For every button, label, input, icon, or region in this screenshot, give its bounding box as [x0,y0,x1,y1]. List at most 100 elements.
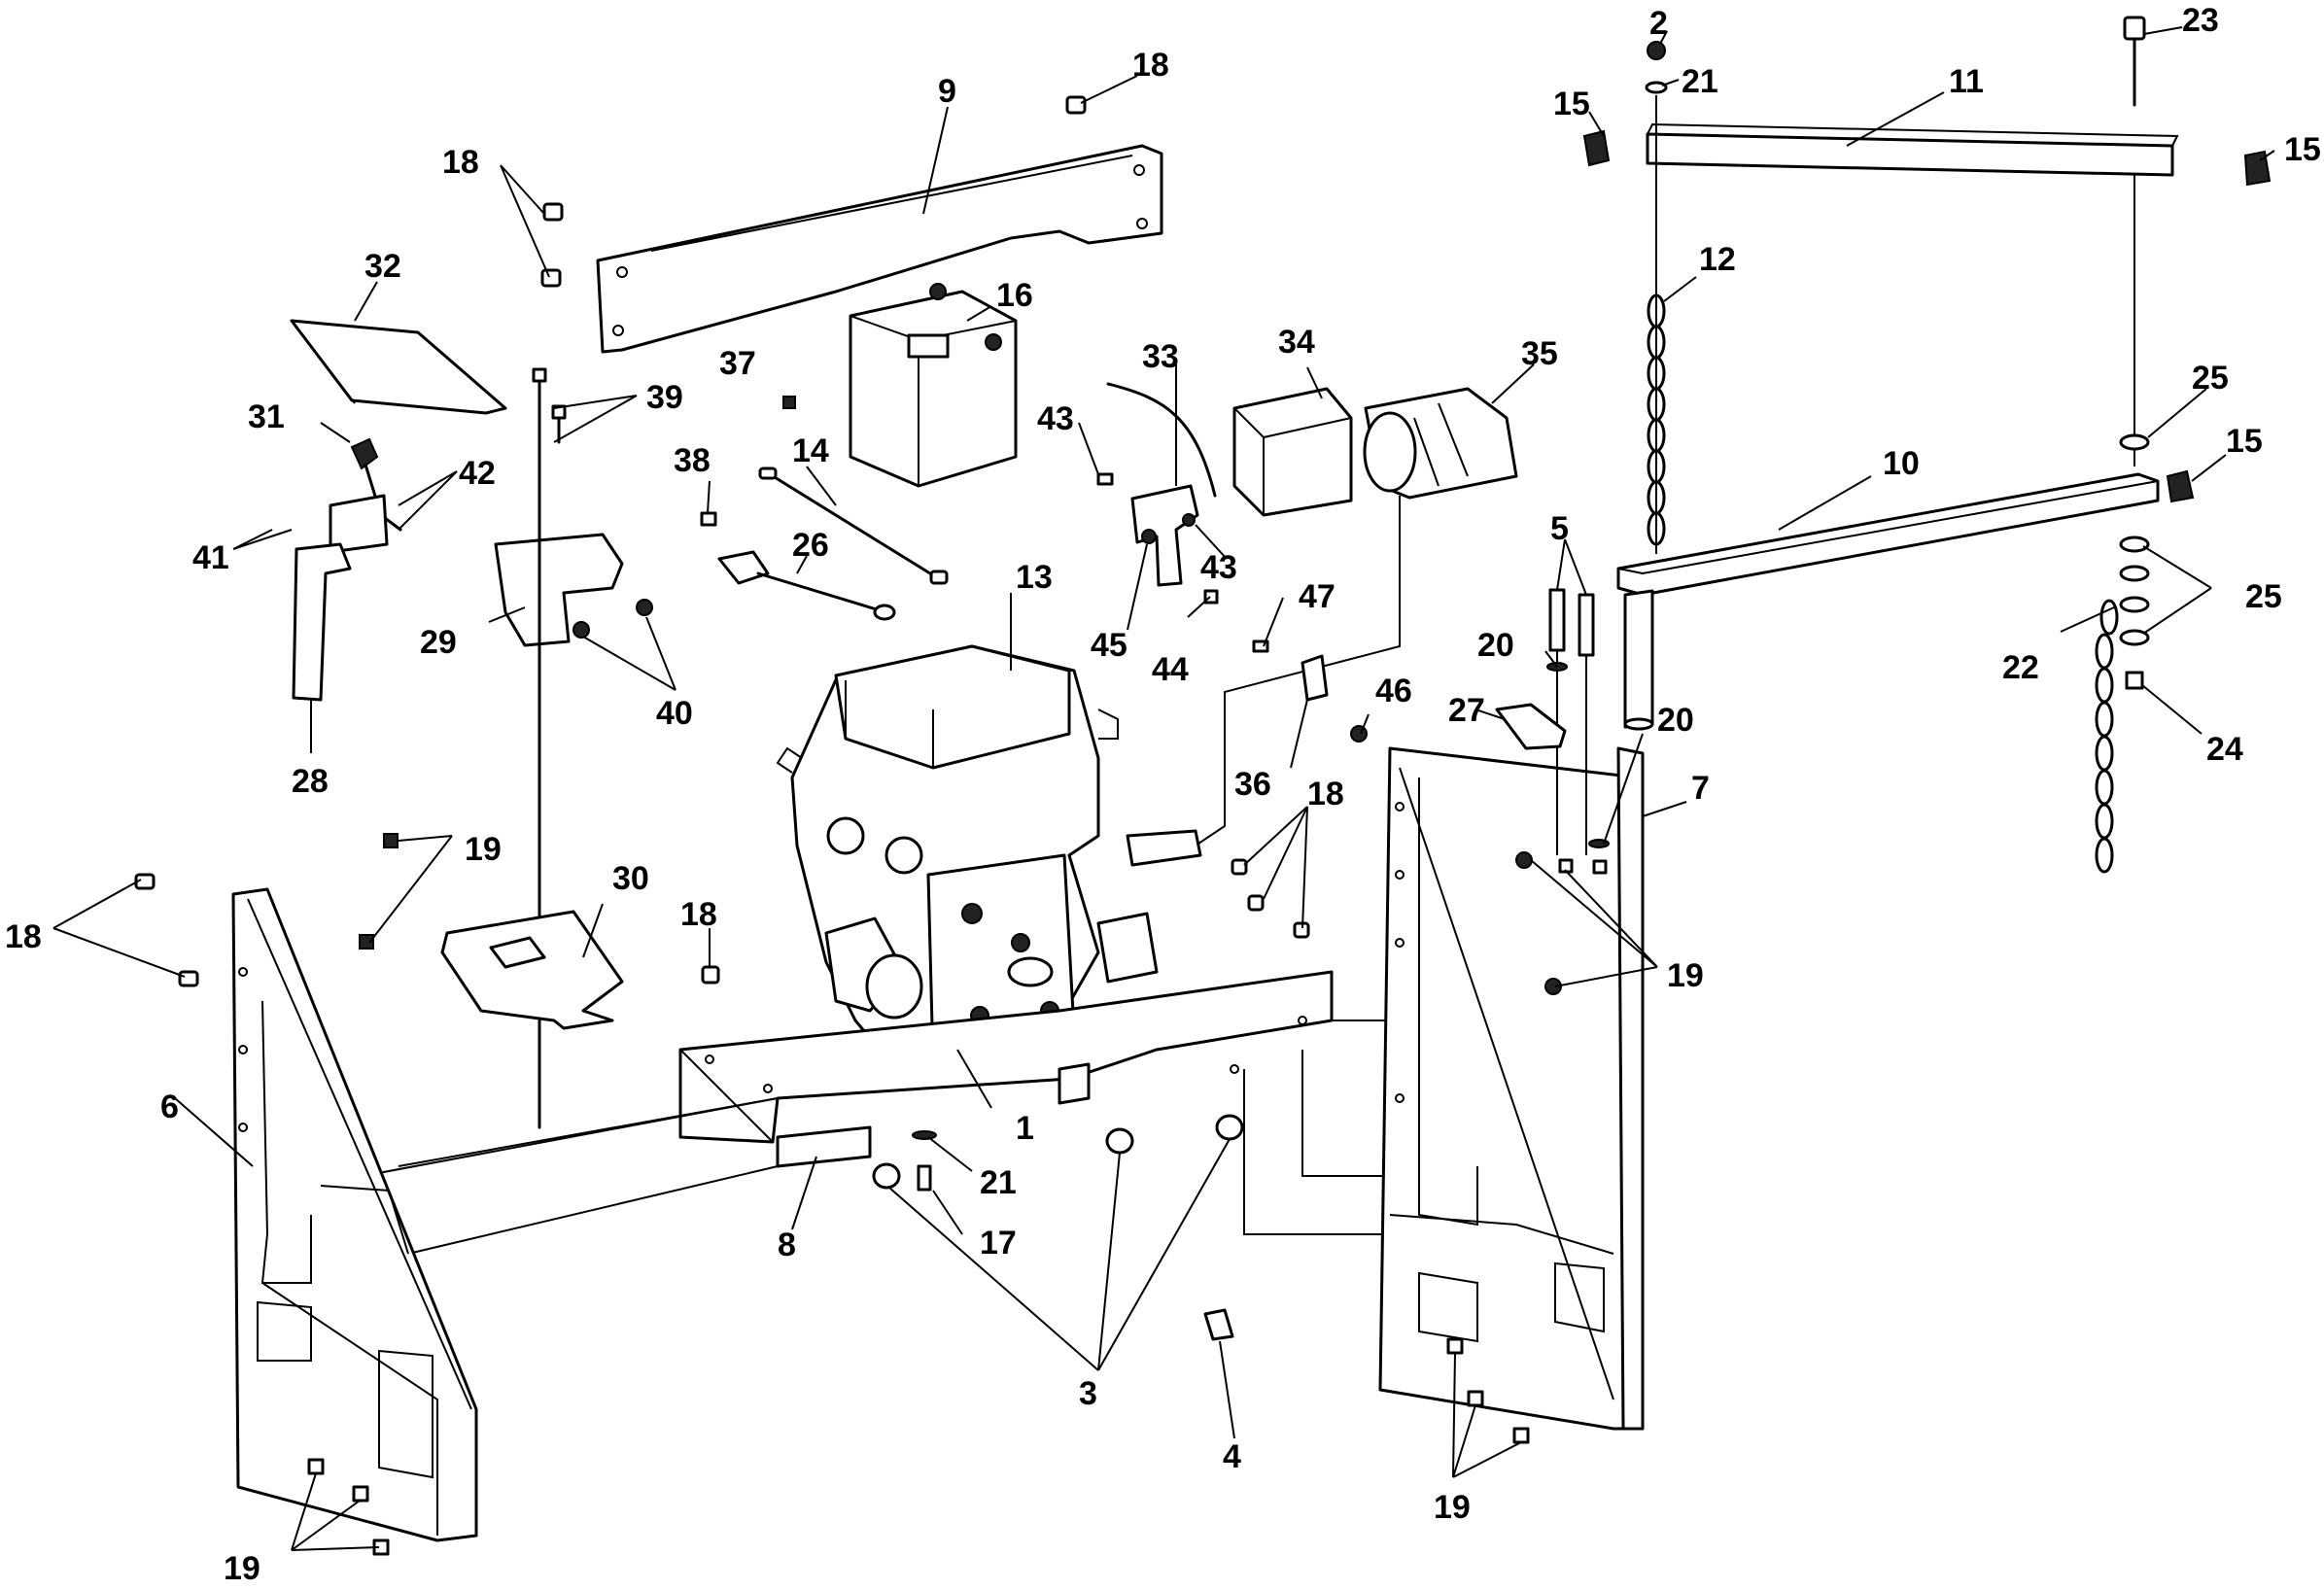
part-5-pins [1548,588,1595,855]
callout-27: 27 [1448,692,1485,729]
callout-20: 20 [1657,702,1694,739]
washers-3 [872,1114,1244,1190]
callout-10: 10 [1883,445,1920,482]
part-9-bracket-plate [596,144,1163,354]
bolts-18-top [540,95,1087,288]
callout-19: 19 [1667,957,1704,994]
part-15-cap-b [2243,150,2272,187]
part-33-bracket [1130,484,1199,587]
part-28-bracket [292,542,352,702]
callout-14: 14 [792,432,829,469]
part-43-nut-b [1182,513,1196,527]
callout-3: 3 [1079,1375,1097,1412]
part-34-housing [1232,387,1353,517]
callout-7: 7 [1691,770,1710,807]
callout-35: 35 [1521,335,1558,372]
callout-21: 21 [980,1164,1017,1201]
callout-24: 24 [2206,731,2243,768]
callout-25: 25 [2192,360,2229,397]
callout-43: 43 [1037,400,1074,437]
part-46-nut [1350,725,1368,743]
part-29-bracket [494,533,653,647]
callout-4: 4 [1223,1438,1241,1475]
callout-29: 29 [420,624,457,661]
part-36-clamp [1301,654,1329,702]
callout-15: 15 [2284,131,2321,168]
part-35-motor [1195,387,1518,847]
part-22-chain [2095,599,2119,874]
callout-16: 16 [996,277,1033,314]
part-38-bolt [700,511,717,527]
part-25-washers [2119,536,2150,646]
part-43-screw-a [1096,472,1114,486]
callout-47: 47 [1299,578,1335,615]
callout-15: 15 [1553,86,1590,122]
callout-45: 45 [1091,627,1127,664]
callout-8: 8 [778,1227,796,1263]
callout-30: 30 [612,860,649,897]
part-33-wire [1106,382,1217,498]
part-25-washer-top [2119,433,2150,451]
callout-33: 33 [1142,338,1179,375]
callout-18: 18 [442,144,479,181]
part-30-plate [440,910,624,1030]
part-4-key [1203,1308,1234,1341]
part-27-bracket [1495,703,1567,750]
callout-40: 40 [656,695,693,732]
callout-1: 1 [1016,1110,1034,1147]
callout-6: 6 [160,1089,179,1125]
callout-36: 36 [1234,766,1271,803]
callout-labels: 2 21 23 15 11 15 18 9 18 12 32 16 37 33 … [5,2,2321,1587]
callout-19: 19 [1434,1489,1471,1526]
callout-39: 39 [646,379,683,416]
callout-22: 22 [2002,649,2039,686]
callout-5: 5 [1550,510,1569,547]
leader-lines [52,26,2275,1551]
part-23-pin [2123,16,2146,467]
callout-11: 11 [1949,63,1984,100]
part-2-nut [1647,41,1666,60]
callout-13: 13 [1016,559,1053,596]
callout-38: 38 [674,442,711,479]
callout-18: 18 [1307,776,1344,812]
part-24-nut [2125,671,2144,690]
part-32-plate [290,319,507,415]
callout-12: 12 [1699,241,1736,278]
callout-46: 46 [1375,673,1412,709]
callout-9: 9 [938,73,956,110]
part-15-cap-c [2166,469,2195,503]
callout-41: 41 [192,539,229,576]
callout-17: 17 [980,1225,1017,1262]
part-12-chain [1647,294,1666,546]
callout-18: 18 [1132,47,1169,84]
part-11-top-bar [1646,122,2179,177]
callout-19: 19 [224,1550,260,1587]
callout-18: 18 [680,896,717,933]
part-15-cap-a [1582,129,1611,167]
part-21-washer-top [1645,81,1668,94]
part-26-cable [717,550,896,621]
part-10-arm [1616,472,2160,731]
callout-37: 37 [719,345,756,382]
part-7-right-frame [1378,746,1645,1431]
callout-25: 25 [2245,578,2282,615]
part-16-battery [849,283,1018,488]
part-47-bolt [1252,639,1269,653]
callout-23: 23 [2182,2,2219,39]
callout-44: 44 [1152,651,1189,688]
callout-42: 42 [459,455,496,492]
callout-2: 2 [1649,5,1668,42]
part-6-left-frame [231,887,478,1542]
callout-15: 15 [2226,423,2263,460]
callout-21: 21 [1682,63,1718,100]
callout-34: 34 [1278,324,1315,361]
callout-43: 43 [1200,549,1237,586]
part-13-engine [776,644,1202,1081]
callout-18: 18 [5,918,42,955]
part-17-bolt [917,1164,932,1192]
callout-19: 19 [465,831,502,868]
callout-31: 31 [248,398,285,435]
callout-32: 32 [364,248,401,285]
callout-26: 26 [792,527,829,564]
